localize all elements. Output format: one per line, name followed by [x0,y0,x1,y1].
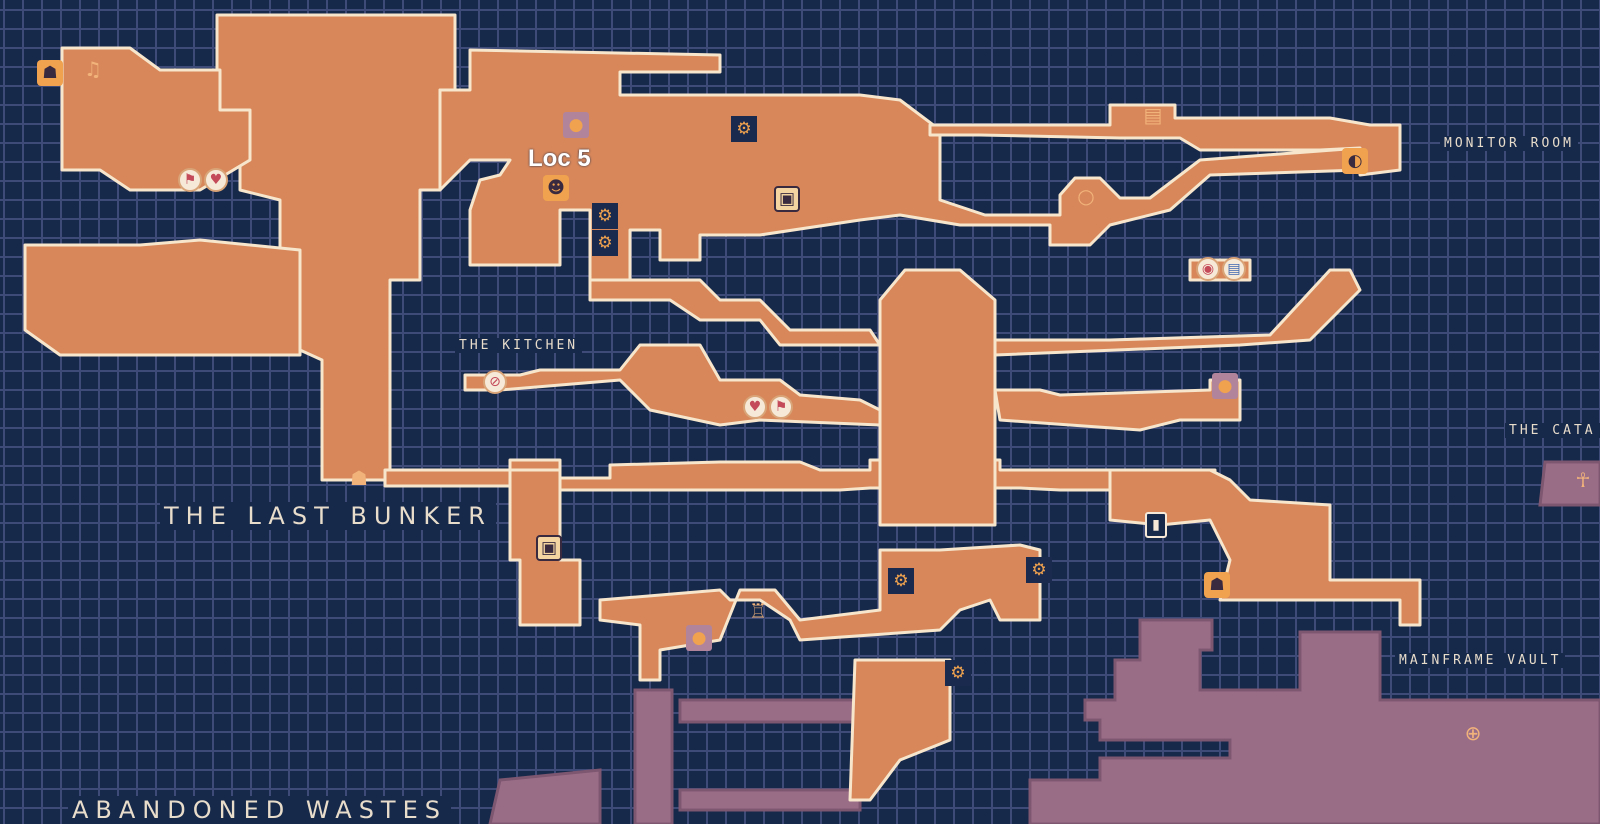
mid-east-corridor [993,268,1362,357]
save-point-icon[interactable]: ⚑ [178,168,202,192]
central-hub-room [878,268,997,527]
merchant-stall-icon[interactable]: ☗ [350,466,368,490]
save-point-icon[interactable]: ⚑ [769,395,793,419]
catacomb-idol-icon[interactable]: ☥ [1575,468,1591,492]
heart-container-icon[interactable]: ♥ [204,168,228,192]
fast-travel-icon[interactable]: ◉ [1196,257,1220,281]
gear-upgrade-icon[interactable]: ⚙ [888,568,914,594]
chip-terminal-icon[interactable]: ▣ [774,186,800,212]
bunker-west-wing [60,46,252,192]
gear-upgrade-icon[interactable]: ⚙ [592,230,618,256]
crescent-icon[interactable]: ◐ [1342,148,1368,174]
robot-head-icon[interactable]: ☻ [543,175,569,201]
catacombs-region [1538,460,1600,507]
area-label-abandoned-wastes: ABANDONED WASTES [68,796,451,824]
area-label-mainframe-vault: MAINFRAME VAULT [1395,653,1566,668]
bunker-lower-west [23,238,302,357]
upgrade-orb-icon[interactable]: ● [563,112,589,138]
bell-icon[interactable]: ♫ [84,57,102,81]
merchant-icon[interactable]: ☗ [37,60,63,86]
blue-core-icon[interactable]: ▤ [1222,257,1246,281]
south-central-room [598,543,1042,682]
wastes-west-region [488,768,602,824]
upgrade-orb-icon[interactable]: ● [686,625,712,651]
east-passage [993,378,1242,432]
area-label-last-bunker: THE LAST BUNKER [160,502,496,530]
ring-marker-icon[interactable]: ○ [1077,184,1095,208]
player-marker-label: Loc 5 [528,145,591,172]
southeast-room [1108,468,1422,627]
upper-corridor [438,48,1362,282]
monitor-icon[interactable]: ▤ [1143,103,1163,127]
kitchen-save-icon[interactable]: ⊘ [483,370,507,394]
merchant-icon[interactable]: ☗ [1204,572,1230,598]
wastes-lower-region [678,788,862,812]
area-label-catacombs: THE CATA [1505,423,1600,438]
upgrade-orb-icon[interactable]: ● [1212,373,1238,399]
mid-upper-corridor [588,278,882,347]
vault-emblem-icon[interactable]: ⊕ [1464,721,1482,745]
bunker-floor-corridor [383,458,1217,502]
area-label-kitchen: THE KITCHEN [455,338,583,353]
gear-upgrade-icon[interactable]: ⚙ [592,203,618,229]
area-label-monitor-room: MONITOR ROOM [1440,136,1578,151]
gear-upgrade-icon[interactable]: ⚙ [945,660,971,686]
wastes-corridor-region [633,688,674,824]
door-switch-icon[interactable]: ▮ [1145,512,1167,538]
mainframe-region [1028,618,1600,824]
gear-upgrade-icon[interactable]: ⚙ [1026,557,1052,583]
gear-upgrade-icon[interactable]: ⚙ [731,116,757,142]
heart-container-icon[interactable]: ♥ [743,395,767,419]
long-east-corridor [928,103,1402,177]
unexplored-regions [488,460,1600,824]
statue-icon[interactable]: ♖ [749,599,767,623]
south-stairwell [848,658,952,802]
wastes-pipe-region [678,698,862,724]
chip-terminal-icon[interactable]: ▣ [536,535,562,561]
kitchen-corridor [463,343,882,427]
explored-regions [23,13,1422,802]
